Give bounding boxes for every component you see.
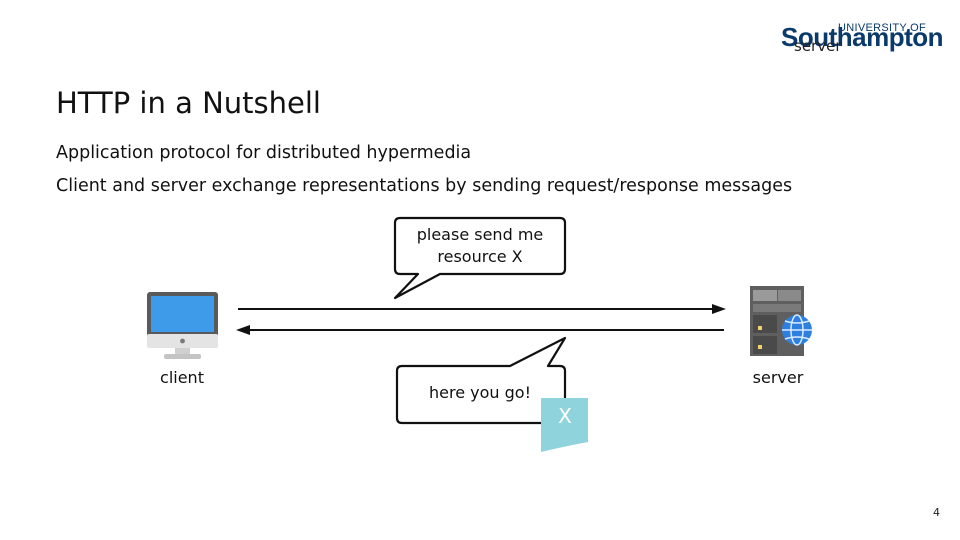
resource-label: X xyxy=(558,404,572,428)
request-bubble-text: please send me resource X xyxy=(398,224,562,268)
slide-title: HTTP in a Nutshell xyxy=(56,86,321,120)
monitor-icon xyxy=(147,292,218,359)
logo-overlay-text: server xyxy=(794,37,842,55)
page-number: 4 xyxy=(933,506,940,519)
request-line-1: please send me xyxy=(416,225,544,244)
request-arrow xyxy=(238,304,726,314)
bullet-1: Application protocol for distributed hyp… xyxy=(56,143,472,163)
logo-university-of: UNIVERSITY OF xyxy=(838,22,927,34)
response-bubble-text: here you go! xyxy=(429,383,531,402)
resource-document-icon xyxy=(541,398,588,452)
request-line-2: resource X xyxy=(437,247,523,266)
response-arrow xyxy=(236,325,724,335)
logo-southampton: Southampton xyxy=(781,22,944,52)
bullet-2: Client and server exchange representatio… xyxy=(56,176,793,196)
server-icon xyxy=(750,286,812,356)
client-label: client xyxy=(160,368,204,387)
request-bubble xyxy=(393,216,567,300)
server-label: server xyxy=(752,368,804,387)
